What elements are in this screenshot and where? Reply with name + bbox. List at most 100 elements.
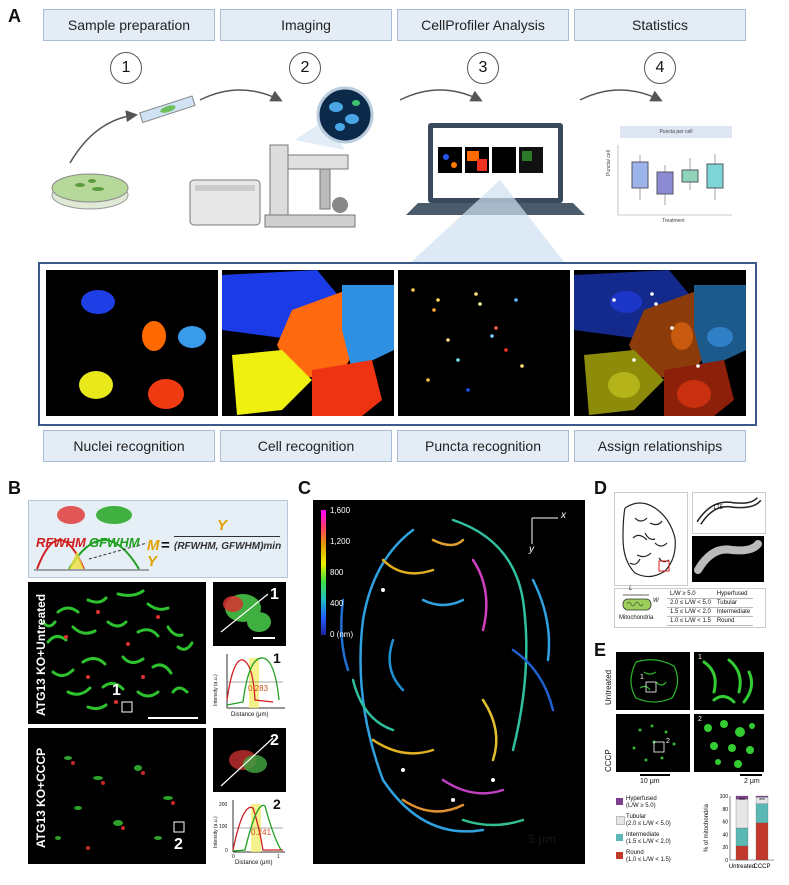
x-category-label: CCCP: [753, 864, 770, 870]
profile-2-ytick-200: 200: [219, 802, 228, 808]
mito-class-legend: Hyperfused (L/W ≥ 5.0) Tubular (2.0 ≤ L/…: [616, 796, 716, 876]
mitochondria-label: Mitochondria: [619, 615, 654, 621]
3d-superresolution-image: 1,600 1,200 800 400 0 (nm) x y: [313, 500, 585, 864]
panel-c-scale-label: 5 μm: [528, 832, 557, 846]
panel-d-label: D: [594, 478, 607, 498]
scale-bar-left: [640, 774, 670, 776]
nuclei-recognition-image: [46, 270, 218, 416]
box-4: [706, 154, 724, 200]
class-cell: Tubular: [713, 598, 754, 608]
caption-assign-relationships: Assign relationships: [574, 430, 746, 462]
class-cell: Round: [713, 616, 754, 626]
criteria-cell: 2.0 ≤ L/W < 5.0: [667, 598, 714, 608]
bar-segment-hyperfused: [735, 795, 749, 800]
profile-2-ytick-0: 0: [225, 848, 228, 854]
caption-nuclei-recognition: Nuclei recognition: [43, 430, 215, 462]
panel-e-label: E: [594, 640, 607, 660]
bar-segment-round: [755, 822, 769, 861]
formula-numerator: Y: [217, 517, 228, 534]
width-label: W: [653, 598, 659, 604]
class-cell: Intermediate: [713, 607, 754, 617]
legend-hyperfused-range: (L/W ≥ 5.0): [626, 803, 656, 809]
class-cell: Hyperfused: [713, 590, 754, 599]
roi-label-2: 2: [174, 836, 183, 853]
stats-ylabel: Puncta/ cell: [605, 150, 612, 176]
box-3: [681, 158, 699, 190]
step-sample-preparation: Sample preparation: [43, 9, 215, 41]
legend-round-range: (1.0 ≤ L/W < 1.5): [626, 857, 671, 863]
depth-colorbar: [321, 510, 326, 635]
caption-cell-recognition: Cell recognition: [220, 430, 392, 462]
panel-a-label: A: [8, 6, 21, 26]
legend-tubular-name: Tubular: [626, 814, 647, 820]
box-2: [656, 165, 674, 205]
panel-b-label: B: [8, 478, 21, 498]
box-1: [631, 155, 649, 200]
panel-c-scale-bar: [524, 826, 584, 829]
profile-2-xlabel: Distance (μm): [235, 860, 273, 866]
caption-puncta-recognition: Puncta recognition: [397, 430, 569, 462]
mito-zoom-value: 175: [713, 505, 724, 511]
step-number-3: 3: [467, 52, 499, 84]
mitochondria-icon: [622, 594, 652, 611]
formula-y-small: Y: [147, 553, 158, 570]
step-cellprofiler: CellProfiler Analysis: [397, 9, 569, 41]
untreated-zoom-image: 1: [694, 652, 764, 710]
colorbar-tick-0: 0 (nm): [330, 630, 354, 639]
zoom-number-1: 1: [270, 586, 279, 603]
bar-segment-round: [735, 845, 749, 861]
profile-plot-2: 0.241 2 200 100 0 0 1 Intensity (a.u.) D…: [213, 796, 286, 868]
zoom-number-2: 2: [270, 732, 279, 749]
slide-icon: [139, 95, 196, 124]
profile-2-ytick-100: 100: [219, 824, 228, 830]
stats-chart-title: Puncta per cell: [620, 126, 732, 138]
roi-2-label: 2: [666, 738, 670, 745]
profile-plot-1: 0.283 1 Intensity (a.u.) Distance (μm): [213, 650, 286, 722]
zoom-image-1: 1: [213, 582, 286, 646]
profile-2-ylabel: Intensity (a.u.): [213, 816, 219, 848]
profile-1-xlabel: Distance (μm): [231, 712, 269, 718]
bar-segment-intermediate: [755, 803, 769, 824]
criteria-cell: 1.0 ≤ L/W < 1.5: [667, 616, 714, 626]
zoom-image-2: 2: [213, 728, 286, 792]
formula-denominator: (RFWHM, GFWHM)min: [174, 541, 282, 552]
legend-swatch-hyperfused: [616, 798, 623, 805]
profile-1-number: 1: [273, 650, 281, 666]
axis-y-label: y: [529, 544, 534, 555]
cell-recognition-image: [222, 270, 394, 416]
stats-boxplot: Puncta per cell Puncta/ cell Treatment: [600, 120, 740, 230]
petri-dish-icon: [51, 173, 129, 210]
rfwhm-label: RFWHM: [36, 535, 86, 550]
roi-label-1: 1: [112, 682, 121, 699]
y-tick-label: 60: [722, 820, 728, 826]
zoom-2-label: 2: [698, 716, 702, 723]
legend-tubular-range: (2.0 ≤ L/W < 5.0): [626, 821, 671, 827]
step-number-4: 4: [644, 52, 676, 84]
panel-c-label: C: [298, 478, 311, 498]
assign-relationships-image: [574, 270, 746, 416]
significance-mark: ***: [739, 798, 745, 804]
step-statistics: Statistics: [574, 9, 746, 41]
scale-label-right: 2 μm: [744, 778, 760, 785]
profile-2-xtick-0: 0: [232, 854, 235, 860]
axes-indicator: [531, 517, 558, 544]
colocalization-schematic: RFWHM GFWHM M = Y Y (RFWHM, GFWHM)min: [28, 500, 288, 578]
untreated-cell-image: 1: [616, 652, 690, 710]
atg13-cccp-image: ATG13 KO+CCCP 2: [28, 728, 206, 864]
profile-1-value: 0.283: [248, 684, 269, 693]
scale-bar-right: [740, 774, 762, 776]
zoom-1-label: 1: [698, 654, 702, 661]
microscope-icon: [189, 144, 356, 228]
step-number-2: 2: [289, 52, 321, 84]
cells-zoom-icon: [295, 86, 374, 150]
formula-equals: =: [161, 537, 170, 554]
profile-2-xtick-1: 1: [277, 854, 280, 860]
legend-hyperfused-name: Hyperfused: [626, 796, 657, 802]
cccp-cell-image: 2: [616, 714, 690, 772]
cccp-zoom-image: 2: [694, 714, 764, 772]
roi-1-label: 1: [640, 674, 644, 681]
mito-zoom-outline: 175: [692, 492, 766, 534]
legend-intermediate-name: Intermediate: [626, 832, 660, 838]
